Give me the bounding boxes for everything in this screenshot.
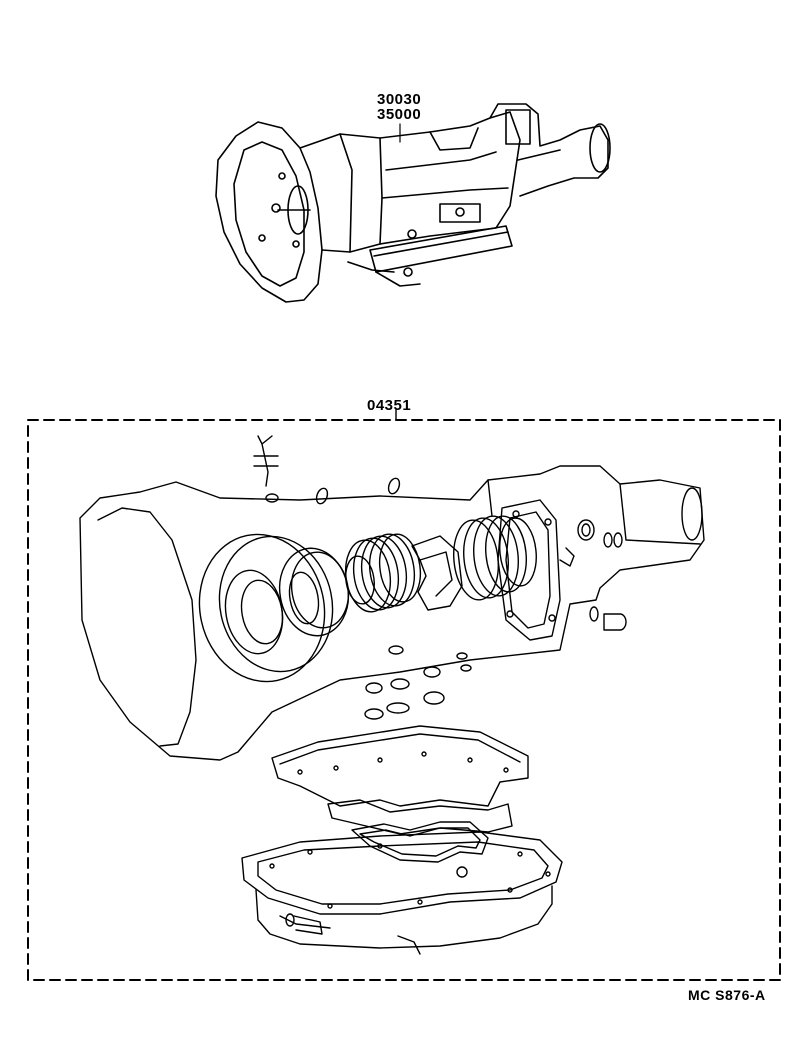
exploded-case-outline — [80, 466, 704, 760]
kit-boundary — [28, 420, 780, 980]
large-seal-ring — [207, 526, 345, 682]
oil-seal — [578, 520, 594, 540]
assembly-part-number-1: 30030 — [377, 91, 422, 108]
brake-band — [412, 536, 462, 610]
o-ring — [614, 533, 622, 547]
overhaul-kit-illustration — [80, 436, 704, 954]
oil-pan — [256, 886, 552, 948]
drain-plug-o-ring — [286, 914, 294, 926]
o-ring — [366, 683, 382, 693]
o-ring — [389, 646, 403, 654]
oil-strainer-gasket — [352, 822, 488, 862]
drain-plug — [294, 916, 322, 934]
overhaul-kit-part-number: 04351 — [367, 397, 412, 414]
valve-body-gasket-lower — [328, 800, 512, 834]
seal-ring — [219, 566, 289, 658]
output-yoke — [590, 124, 610, 172]
speedometer-plug — [604, 614, 626, 630]
clutch-seal-stack — [341, 531, 424, 614]
o-ring — [461, 665, 471, 671]
bell-housing-inner — [234, 142, 304, 286]
o-ring — [387, 703, 409, 713]
o-ring — [391, 679, 409, 689]
o-ring — [387, 477, 402, 495]
oil-pan-gasket — [242, 832, 562, 914]
valve-body-gasket-upper — [272, 726, 528, 806]
rear-extension-end — [682, 488, 702, 540]
main-case — [300, 112, 520, 252]
transmission-assembly-illustration — [216, 104, 610, 302]
assembly-part-number-2: 35000 — [377, 106, 422, 123]
oil-pan — [370, 226, 512, 272]
o-ring — [266, 494, 278, 502]
o-ring — [424, 692, 444, 704]
extension-housing — [490, 104, 608, 196]
o-ring — [315, 487, 330, 505]
breather-plug — [258, 436, 272, 486]
seal-ring — [286, 570, 323, 626]
bell-housing — [216, 122, 322, 302]
o-ring — [457, 653, 467, 659]
rear-seal-stack — [450, 514, 540, 602]
large-seal-ring — [186, 523, 338, 694]
figure-reference-code: MC S876-A — [688, 987, 766, 1003]
seal-ring — [286, 548, 354, 633]
o-ring — [424, 667, 440, 677]
o-ring — [365, 709, 383, 719]
extension-gasket — [498, 500, 560, 640]
o-ring — [590, 607, 598, 621]
seal-ring — [237, 577, 288, 647]
o-ring — [604, 533, 612, 547]
